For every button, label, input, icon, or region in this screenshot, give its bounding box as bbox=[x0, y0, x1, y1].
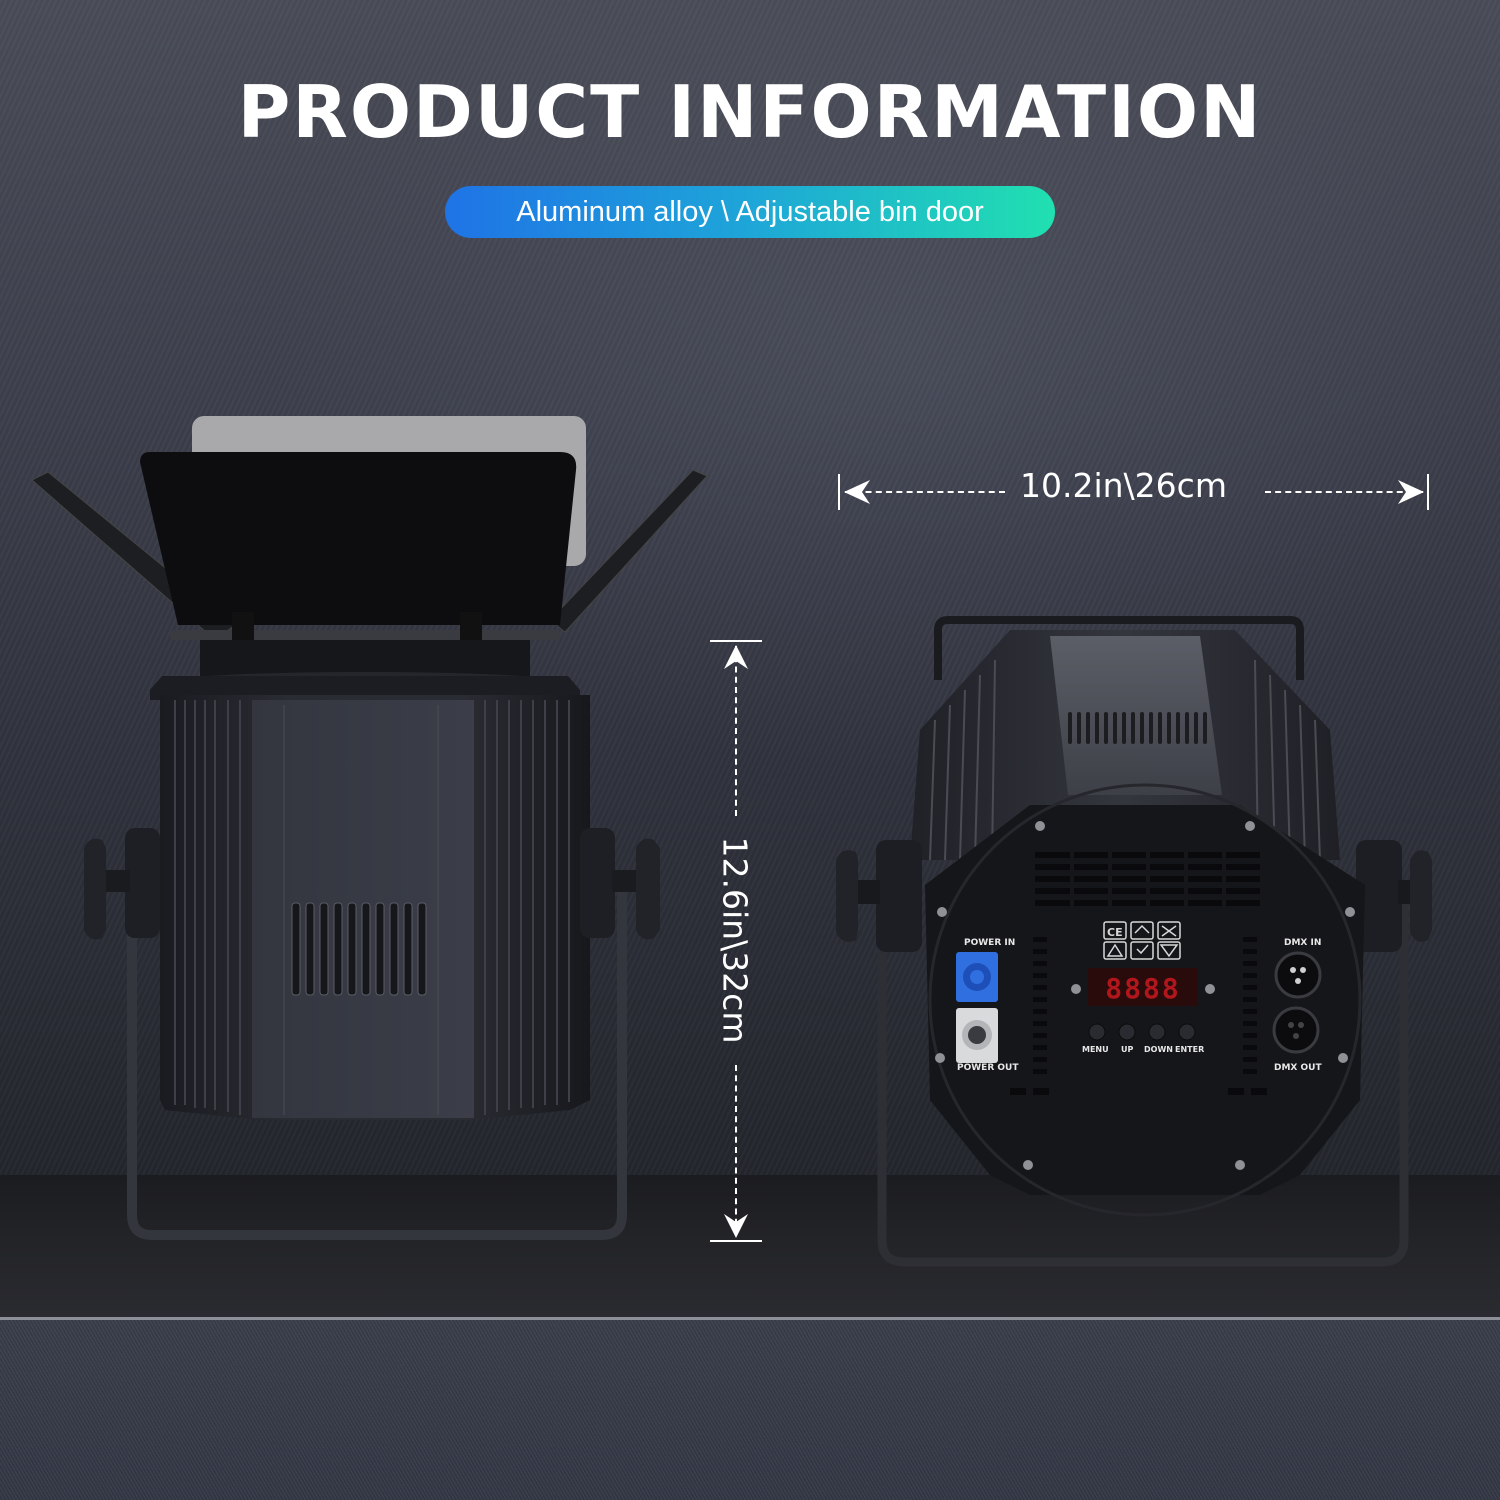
arrow-up-icon bbox=[724, 645, 748, 669]
barn-door-front bbox=[140, 452, 577, 625]
enter-button-label: ENTER bbox=[1175, 1045, 1205, 1054]
width-line-left bbox=[845, 491, 1005, 493]
control-buttons bbox=[1088, 1023, 1196, 1041]
tilt-knob-left bbox=[836, 840, 922, 952]
feature-pill: Aluminum alloy \ Adjustable bin door bbox=[445, 186, 1055, 238]
f-mark-icon bbox=[1157, 941, 1181, 960]
tilt-knob-right bbox=[1356, 840, 1432, 952]
svg-text:CE: CE bbox=[1107, 926, 1123, 939]
warning-icon bbox=[1103, 941, 1127, 960]
enter-button-knob bbox=[1178, 1023, 1196, 1041]
arrow-down-icon bbox=[724, 1214, 748, 1238]
dmx-out-connector bbox=[1272, 1006, 1320, 1054]
down-button-knob bbox=[1148, 1023, 1166, 1041]
tilt-knob-left bbox=[84, 828, 160, 940]
width-dimension-label: 10.2in\26cm bbox=[1020, 466, 1227, 505]
fixture-side-illustration bbox=[31, 416, 708, 1240]
menu-button-label: MENU bbox=[1082, 1045, 1109, 1054]
width-cap-right bbox=[1427, 474, 1429, 510]
top-vent-grille bbox=[1068, 712, 1207, 744]
down-button-label: DOWN bbox=[1144, 1045, 1173, 1054]
indoor-use-icon bbox=[1130, 921, 1154, 940]
side-vent-grille bbox=[291, 902, 427, 996]
weee-icon bbox=[1157, 921, 1181, 940]
menu-button-knob bbox=[1088, 1023, 1106, 1041]
height-cap-top bbox=[710, 640, 762, 642]
dmx-in-label: DMX IN bbox=[1284, 938, 1322, 948]
dmx-in-connector bbox=[1274, 951, 1322, 999]
height-cap-bottom bbox=[710, 1240, 762, 1242]
height-line-top bbox=[735, 646, 737, 816]
certification-icons bbox=[1103, 921, 1181, 960]
arrow-left-icon bbox=[844, 480, 870, 504]
width-cap-left bbox=[838, 474, 840, 510]
power-out-label: POWER OUT bbox=[957, 1063, 1019, 1073]
table-front bbox=[0, 1320, 1500, 1500]
led-display bbox=[1088, 968, 1198, 1006]
power-in-label: POWER IN bbox=[964, 938, 1016, 948]
up-button-label: UP bbox=[1121, 1045, 1134, 1054]
height-dimension-label: 12.6in\32cm bbox=[715, 836, 755, 1044]
table-surface bbox=[0, 1175, 1500, 1318]
height-line-bottom bbox=[735, 1065, 737, 1235]
arrow-right-icon bbox=[1398, 480, 1424, 504]
up-button-knob bbox=[1118, 1023, 1136, 1041]
tilt-knob-right bbox=[580, 828, 660, 940]
page-title: PRODUCT INFORMATION bbox=[237, 70, 1263, 154]
rohs-icon bbox=[1130, 941, 1154, 960]
svg-text:8888: 8888 bbox=[1105, 972, 1180, 1005]
fixture-rear-illustration: CE 8888 bbox=[836, 616, 1432, 1267]
dmx-out-label: DMX OUT bbox=[1274, 1063, 1322, 1073]
fixture-rear-view: CE 8888 bbox=[820, 610, 1460, 1280]
ce-icon bbox=[1103, 921, 1127, 940]
fixture-side-view bbox=[0, 400, 720, 1260]
fixture-top-panel bbox=[1050, 636, 1222, 795]
table-edge bbox=[0, 1317, 1500, 1320]
width-line-right bbox=[1265, 491, 1423, 493]
